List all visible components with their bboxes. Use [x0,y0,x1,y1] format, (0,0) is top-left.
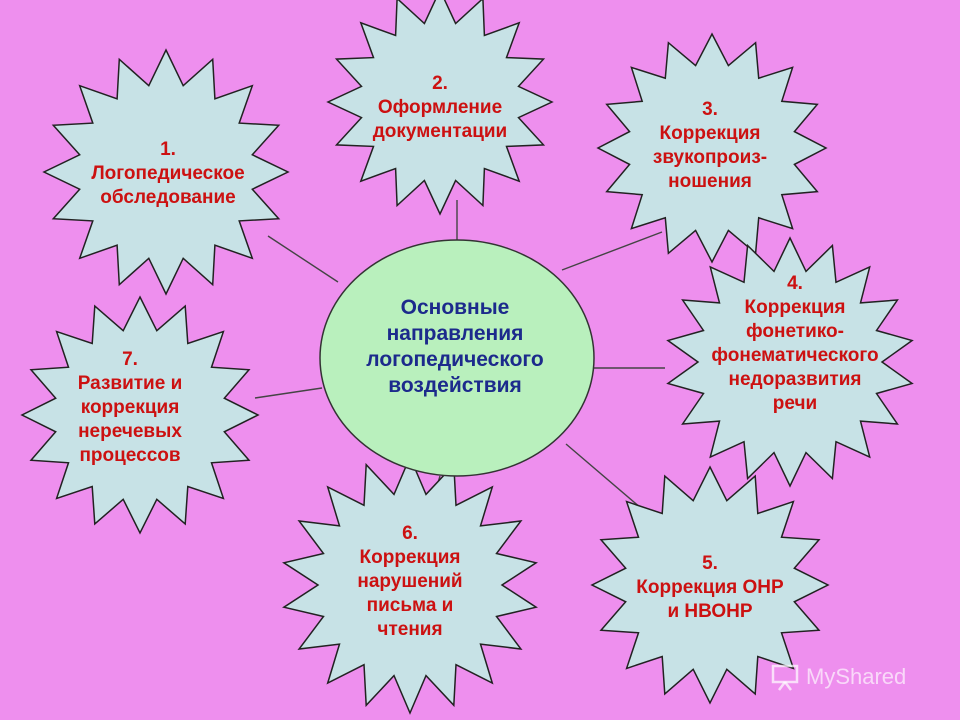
connector-line-7 [254,387,323,399]
star-shape-6 [282,455,538,715]
watermark-text: MyShared [806,664,907,689]
star-4-label: 4. Коррекция фонетико- фонематического н… [711,273,879,414]
connector-line-3 [561,231,663,271]
center-ellipse [319,239,595,477]
center-label: Основные направления логопедического воз… [366,296,544,397]
watermark: MyShared [770,660,940,694]
connector-line-1 [267,235,339,283]
star-shape-5 [590,465,830,705]
star-6-label: 6. Коррекция нарушений письма и чтения [357,523,463,640]
star-shape-1 [42,48,290,296]
star-7-label: 7. Развитие и коррекция неречевых процес… [77,349,183,466]
presentation-icon [771,664,799,691]
star-1-label: 1. Логопедическое обследование [91,139,245,208]
star-shape-3 [596,32,828,264]
star-2-label: 2. Оформление документации [372,73,508,142]
star-shape-2 [326,0,554,216]
star-shape-7 [20,295,260,535]
star-3-label: 3. Коррекция звукопроиз- ношения [652,99,768,192]
star-5-label: 5. Коррекция ОНР и НВОНР [636,553,784,622]
star-shape-4 [666,236,914,488]
stars [20,0,914,715]
